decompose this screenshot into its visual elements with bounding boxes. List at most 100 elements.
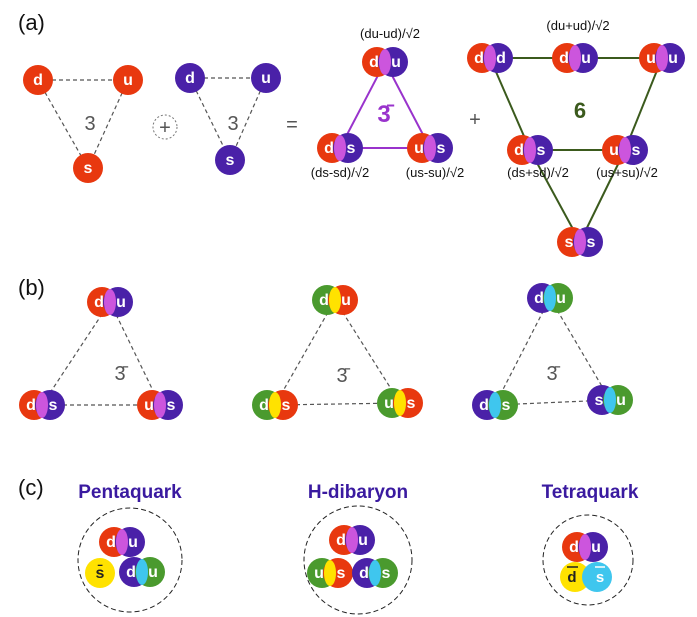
antitriplet-ds-overlap	[334, 135, 346, 161]
b2-us-left-label: u	[384, 395, 394, 412]
antitriplet-us-overlap	[424, 135, 436, 161]
antitriplet-label-right: (us-su)/√2	[406, 165, 464, 180]
a-red-s-label: s	[84, 160, 93, 177]
b1-du-right-label: u	[116, 294, 126, 311]
sextet-ss-right-label: s	[587, 234, 596, 251]
hdib-us-left-label: u	[314, 565, 324, 582]
hdib-du-overlap	[346, 527, 358, 553]
b2-du-right-label: u	[341, 292, 351, 309]
equals-sign: =	[286, 114, 298, 136]
a-purple-d-label: d	[185, 70, 195, 87]
penta-du-left-label: d	[106, 534, 116, 551]
sextet-edge-3	[489, 57, 531, 151]
b2-ds-overlap	[269, 392, 281, 418]
plus-sign-2: +	[469, 109, 481, 131]
sextet-us-left-label: u	[609, 142, 619, 159]
sextet-dd-left-label: d	[474, 50, 484, 67]
b2-us-right-label: s	[407, 395, 416, 412]
b1-us-left-label: u	[144, 397, 154, 414]
antitriplet-ds-right-label: s	[347, 140, 356, 157]
a-purple-s-sphere	[215, 145, 245, 175]
b3-su-overlap	[604, 387, 616, 413]
sextet-us-overlap	[619, 137, 631, 163]
triplet-rep-right: 3	[227, 113, 238, 135]
b1-us-overlap	[154, 392, 166, 418]
sextet-dd-overlap	[484, 45, 496, 71]
a-red-u-sphere	[113, 65, 143, 95]
tetra-dbar-sphere	[560, 562, 590, 592]
antitriplet-label-left: (ds-sd)/√2	[311, 165, 369, 180]
b3-su-right-label: u	[616, 392, 626, 409]
panel-label-b: (b)	[18, 275, 45, 300]
hdib-du-left-label: d	[336, 532, 346, 549]
a-red-u-label: u	[123, 72, 133, 89]
antitriplet-ds-left-label: d	[324, 140, 334, 157]
sextet-ss-left-label: s	[565, 234, 574, 251]
tetraquark-boundary	[542, 514, 634, 606]
b2-edge-left	[274, 299, 336, 406]
tetra-du-overlap	[579, 534, 591, 560]
hdib-ds-overlap	[369, 560, 381, 586]
penta-sbar-label: s̄	[96, 563, 105, 582]
hdib-us-right-label: s	[337, 565, 346, 582]
tetra-dbar-label: d	[567, 569, 576, 586]
b2-du-overlap	[329, 287, 341, 313]
tetraquark-title: Tetraquark	[542, 482, 639, 503]
a-purple-u-sphere	[251, 63, 281, 93]
a-purple-u-label: u	[261, 70, 271, 87]
hdib-ds-left-label: d	[359, 565, 369, 582]
hdib-du-right-label: u	[358, 532, 368, 549]
b2-us-overlap	[394, 390, 406, 416]
antitriplet-du-right-label: u	[391, 54, 401, 71]
sextet-du-right-label: u	[581, 50, 591, 67]
pentaquark-title: Pentaquark	[78, 482, 182, 503]
b1-ds-right-label: s	[49, 397, 58, 414]
b1-us-right-label: s	[167, 397, 176, 414]
a-red-d-label: d	[33, 72, 43, 89]
sextet-label-left: (ds+sd)/√2	[507, 165, 569, 180]
sextet-edge-4	[624, 57, 663, 151]
b3-du-right-label: u	[556, 290, 566, 307]
penta-du-2-overlap	[136, 559, 148, 585]
b3-ds-left-label: d	[479, 397, 489, 414]
a-red-s-sphere	[73, 153, 103, 183]
antitriplet-us-right-label: s	[437, 140, 446, 157]
sextet-label-right: (us+su)/√2	[596, 165, 658, 180]
penta-sbar-sphere	[85, 558, 115, 588]
antitriplet-rep: 3̄	[377, 101, 394, 128]
antitriplet-rep-b3: 3̄	[546, 363, 560, 385]
antitriplet-rep-b2: 3̄	[336, 365, 350, 387]
a-line-ds	[37, 79, 89, 169]
tetra-du-right-label: u	[591, 539, 601, 556]
antitriplet-du-left-label: d	[369, 54, 379, 71]
sextet-du-left-label: d	[559, 50, 569, 67]
direct-product-symbol	[152, 114, 178, 140]
sextet-rep: 6	[574, 98, 586, 123]
sextet-ds-left-label: d	[514, 142, 524, 159]
b3-edge-bottom	[494, 399, 611, 406]
b3-ds-right-label: s	[502, 397, 511, 414]
b1-edge-left	[41, 301, 111, 406]
b3-su-left-label: s	[595, 392, 604, 409]
antitriplet-rep-b1: 3̄	[114, 363, 128, 385]
sextet-ds-right-label: s	[537, 142, 546, 159]
sextet-dd-right-label: d	[496, 50, 506, 67]
sextet-uu-right-label: u	[668, 50, 678, 67]
sextet-us-right-label: s	[632, 142, 641, 159]
sextet-edge-6	[579, 149, 626, 243]
b2-du-left-label: d	[319, 292, 329, 309]
b1-ds-left-label: d	[26, 397, 36, 414]
penta-du-right-label: u	[128, 534, 138, 551]
a-purple-s-label: s	[226, 152, 235, 169]
b3-ds-overlap	[489, 392, 501, 418]
b3-du-overlap	[544, 285, 556, 311]
hdib-us-overlap	[324, 560, 336, 586]
b1-du-left-label: d	[94, 294, 104, 311]
b2-ds-right-label: s	[282, 397, 291, 414]
penta-du-2-left-label: d	[126, 564, 136, 581]
b3-du-left-label: d	[534, 290, 544, 307]
a-line-us	[87, 79, 129, 169]
b3-edge-right	[549, 297, 611, 401]
